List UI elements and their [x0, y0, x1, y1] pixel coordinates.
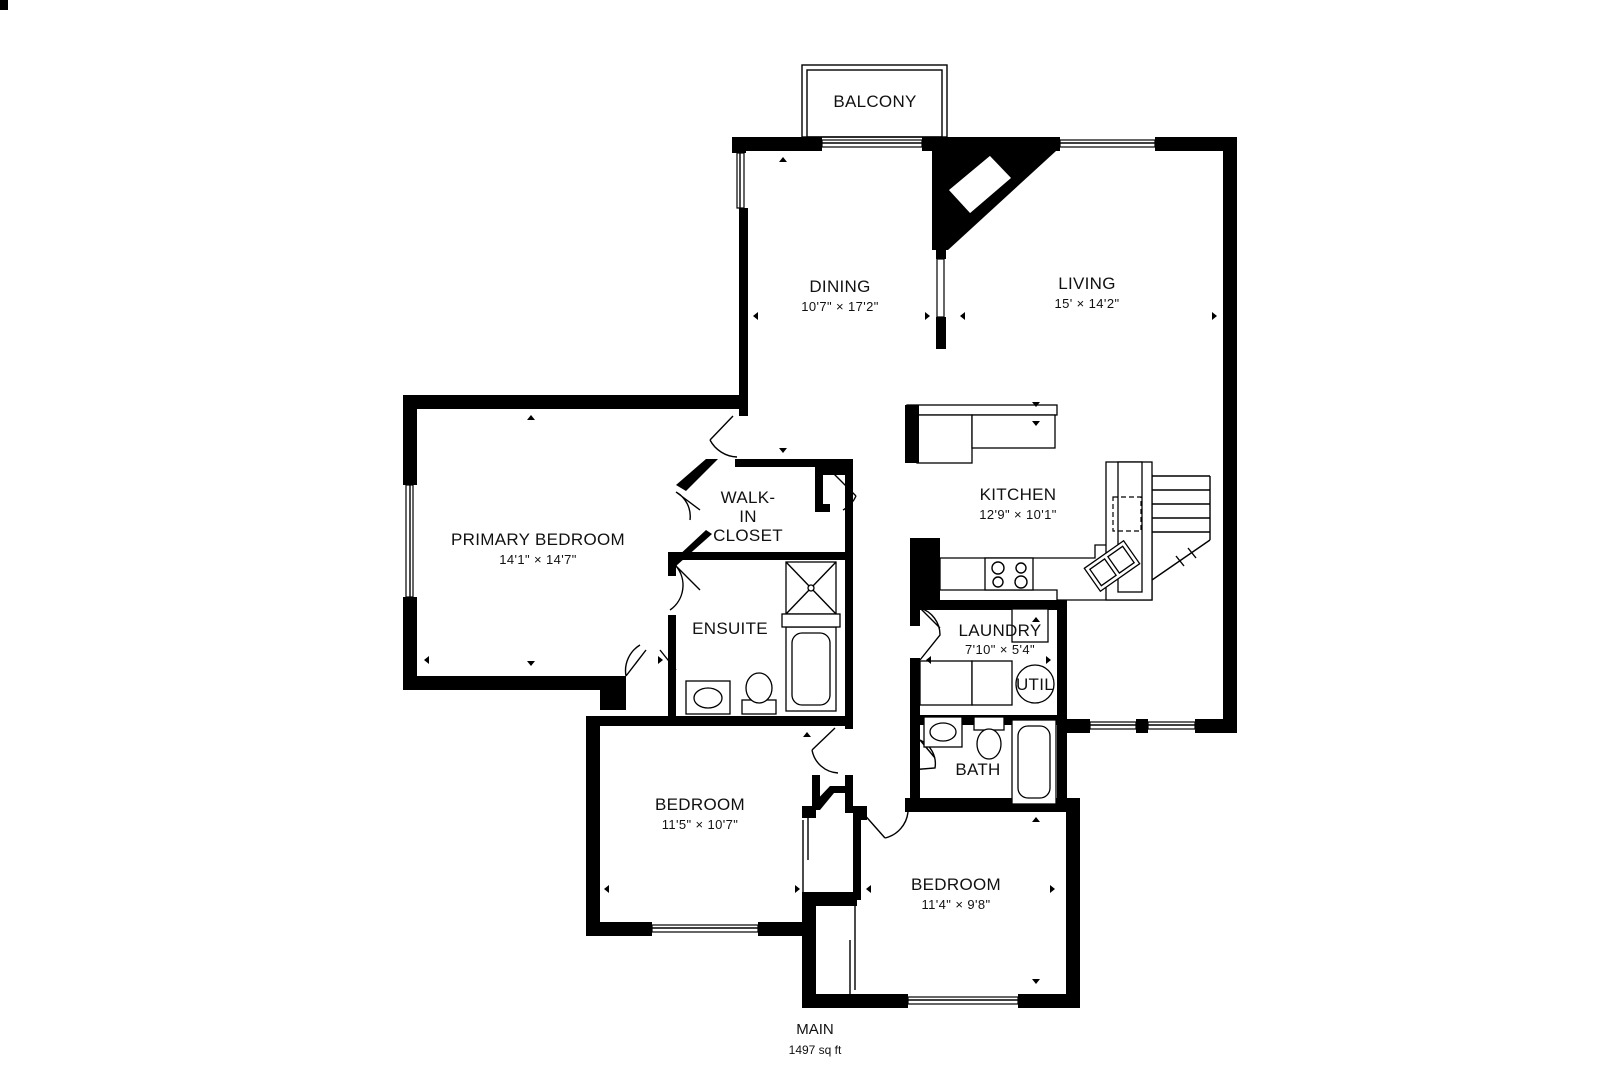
laundry-label: LAUNDRY	[958, 621, 1041, 640]
dimension-markers	[424, 157, 1217, 984]
laundry-fixtures	[919, 608, 1055, 706]
bath-label: BATH	[955, 760, 1000, 779]
floor-area: 1497 sq ft	[789, 1043, 842, 1057]
dining-dims: 10'7" × 17'2"	[801, 299, 879, 314]
stairs	[1151, 475, 1211, 581]
bath-fixtures	[923, 716, 1057, 805]
kitchen-label: KITCHEN	[980, 485, 1057, 504]
dining-label: DINING	[809, 277, 870, 296]
bedroom-left-label: BEDROOM	[655, 795, 745, 814]
kitchen-dims: 12'9" × 10'1"	[979, 507, 1057, 522]
util-label: UTIL	[1016, 675, 1054, 694]
living-dims: 15' × 14'2"	[1055, 296, 1120, 311]
bedroom-right-dims: 11'4" × 9'8"	[922, 897, 991, 912]
bedroom-right-label: BEDROOM	[911, 875, 1001, 894]
balcony	[801, 64, 948, 138]
walk-in-closet-label-2: IN	[739, 507, 757, 526]
floor-name: MAIN	[796, 1021, 834, 1038]
ensuite-label: ENSUITE	[692, 619, 768, 638]
windows	[405, 139, 1196, 1005]
bedroom-left-dims: 11'5" × 10'7"	[662, 817, 739, 832]
ensuite-fixtures	[685, 561, 841, 715]
walk-in-closet-label-1: WALK-	[721, 488, 776, 507]
primary-bedroom-label: PRIMARY BEDROOM	[451, 530, 625, 549]
fireplace	[932, 151, 1056, 349]
living-label: LIVING	[1058, 274, 1116, 293]
kitchen-fixtures	[905, 404, 1153, 601]
door-swings	[624, 415, 941, 994]
walk-in-closet-label-3: CLOSET	[713, 526, 783, 545]
laundry-dims: 7'10" × 5'4"	[965, 642, 1035, 657]
balcony-label: BALCONY	[833, 92, 916, 111]
room-labels: BALCONY DINING 10'7" × 17'2" LIVING 15' …	[451, 92, 1119, 1057]
exterior-walls	[403, 137, 1237, 1008]
primary-bedroom-dims: 14'1" × 14'7"	[499, 552, 577, 567]
interior-walls	[0, 0, 1080, 906]
